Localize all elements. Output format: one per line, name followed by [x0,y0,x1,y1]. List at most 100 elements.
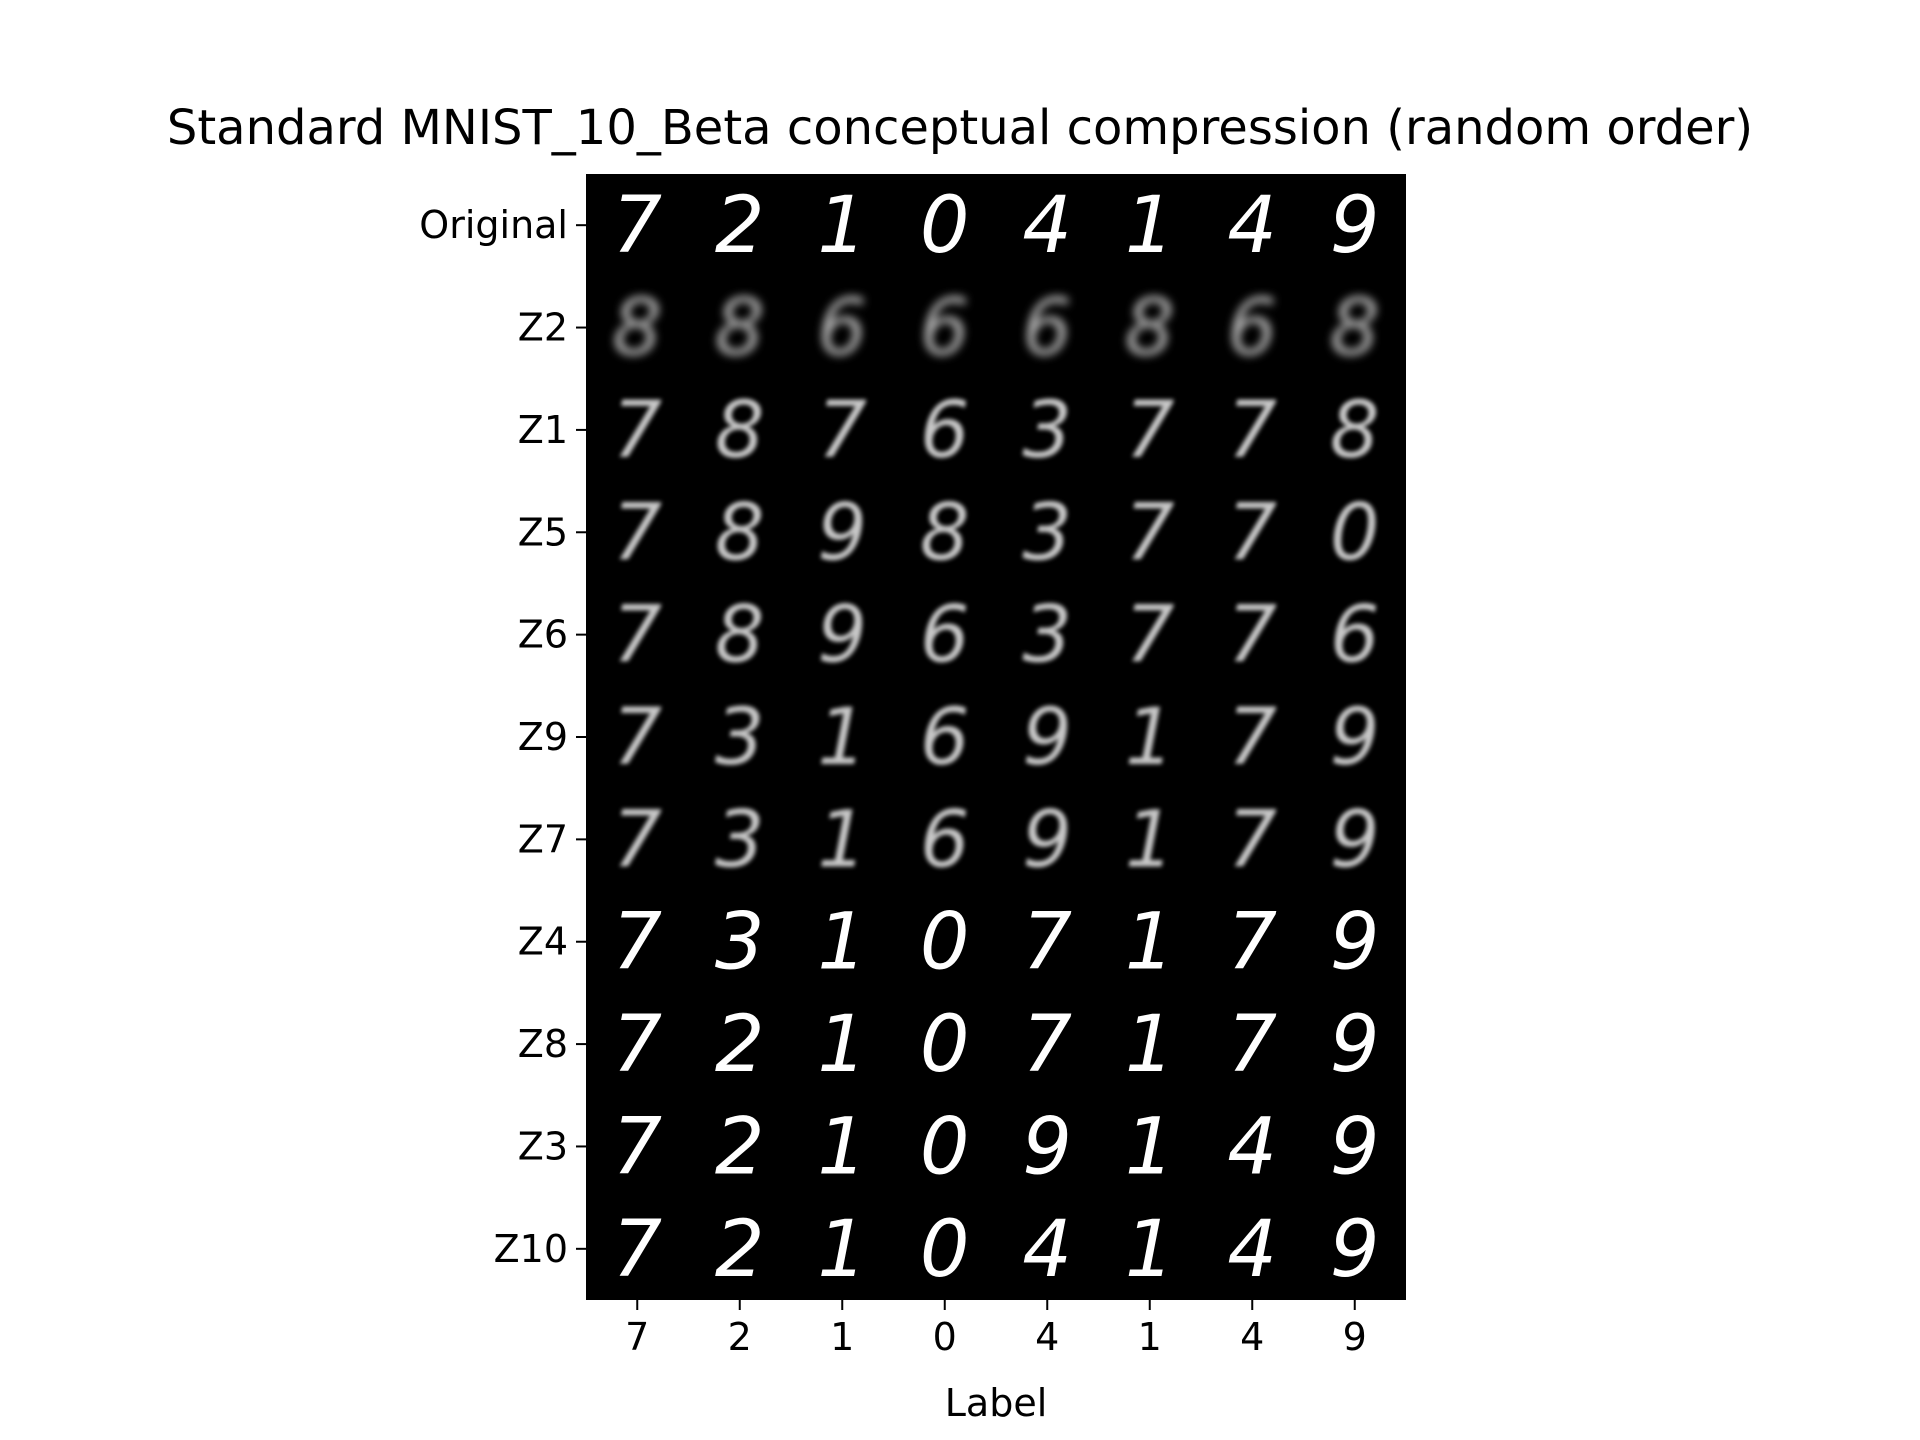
x-tick-label: 9 [1343,1315,1367,1359]
image-cell: 9 [817,591,867,681]
image-cell: 7 [612,181,662,271]
image-cell: 3 [1022,386,1072,476]
image-cell: 2 [715,1205,765,1295]
y-tick-label: Z6 [518,613,568,657]
image-cell: 7 [612,1000,662,1090]
image-cell: 7 [1227,898,1277,988]
image-cell: 6 [1022,284,1072,374]
image-cell: 7 [1227,1000,1277,1090]
image-cell: 8 [715,591,765,681]
image-cell: 8 [715,488,765,578]
image-cell: 1 [1125,1205,1175,1295]
x-tick-label: 1 [1138,1315,1162,1359]
y-tick-label: Z2 [518,306,568,350]
image-cell: 7 [612,693,662,783]
image-cell: 2 [715,1000,765,1090]
image-cell: 7 [612,591,662,681]
image-cell: 8 [1330,386,1380,476]
x-tick-label: 0 [933,1315,957,1359]
image-cell: 4 [1227,1102,1277,1192]
image-cell: 0 [920,181,970,271]
image-cell: 1 [817,181,867,271]
y-tick-label: Z8 [518,1022,568,1066]
image-cell: 4 [1022,181,1072,271]
y-tick-label: Z5 [518,510,568,554]
image-cell: 7 [817,386,867,476]
image-cell: 0 [920,898,970,988]
image-cell: 0 [1330,488,1380,578]
image-cell: 0 [920,1102,970,1192]
y-tick-label: Z4 [518,920,568,964]
x-tick-label: 2 [728,1315,752,1359]
image-cell: 8 [1125,284,1175,374]
image-cell: 9 [1022,795,1072,885]
image-cell: 0 [920,1000,970,1090]
y-tick-label: Z1 [518,408,568,452]
image-cell: 7 [1227,386,1277,476]
image-cell: 8 [920,488,970,578]
y-tick-label: Z9 [518,715,568,759]
image-cell: 1 [817,693,867,783]
image-cell: 9 [1022,693,1072,783]
image-cell: 7 [612,898,662,988]
image-cell: 4 [1227,181,1277,271]
image-cell: 9 [1330,795,1380,885]
image-cell: 7 [1227,488,1277,578]
image-cell: 9 [1330,181,1380,271]
image-cell: 1 [817,1000,867,1090]
image-cell: 3 [715,898,765,988]
image-cell: 6 [920,284,970,374]
image-panel [586,174,1406,1300]
image-cell: 7 [612,386,662,476]
image-cell: 7 [1022,898,1072,988]
image-cell: 7 [612,1102,662,1192]
image-cell: 7 [1022,1000,1072,1090]
image-cell: 1 [817,898,867,988]
chart-title: Standard MNIST_10_Beta conceptual compre… [166,100,1754,156]
image-cell: 0 [920,1205,970,1295]
image-cell: 8 [715,284,765,374]
image-cell: 3 [715,795,765,885]
image-cell: 9 [1022,1102,1072,1192]
image-cell: 4 [1227,1205,1277,1295]
image-cell: 6 [1227,284,1277,374]
image-cell: 1 [1125,898,1175,988]
image-cell: 7 [612,488,662,578]
image-cell: 1 [817,1102,867,1192]
image-cell: 6 [920,693,970,783]
image-cell: 7 [612,1205,662,1295]
image-cell: 9 [1330,693,1380,783]
image-cell: 1 [817,1205,867,1295]
image-cell: 7 [1125,488,1175,578]
image-cell: 1 [1125,181,1175,271]
image-cell: 1 [1125,1102,1175,1192]
x-tick-label: 4 [1240,1315,1264,1359]
image-cell: 6 [1330,591,1380,681]
x-tick-label: 7 [625,1315,649,1359]
image-cell: 7 [612,795,662,885]
image-cell: 7 [1227,693,1277,783]
y-tick-label: Original [419,203,568,247]
image-cell: 1 [817,795,867,885]
image-cell: 8 [715,386,765,476]
image-cell: 3 [1022,591,1072,681]
image-cell: 7 [1227,591,1277,681]
y-tick-label: Z3 [518,1124,568,1168]
image-cell: 7 [1125,386,1175,476]
image-cell: 3 [1022,488,1072,578]
image-cell: 6 [920,591,970,681]
image-cell: 8 [1330,284,1380,374]
y-tick-label: Z10 [494,1227,568,1271]
image-cell: 1 [1125,1000,1175,1090]
image-cell: 9 [817,488,867,578]
image-cell: 7 [1125,591,1175,681]
image-cell: 8 [612,284,662,374]
image-cell: 1 [1125,693,1175,783]
image-cell: 4 [1022,1205,1072,1295]
x-tick-label: 4 [1035,1315,1059,1359]
image-cell: 6 [920,386,970,476]
x-axis-label: Label [945,1381,1048,1425]
y-tick-label: Z7 [518,817,568,861]
image-cell: 7 [1227,795,1277,885]
